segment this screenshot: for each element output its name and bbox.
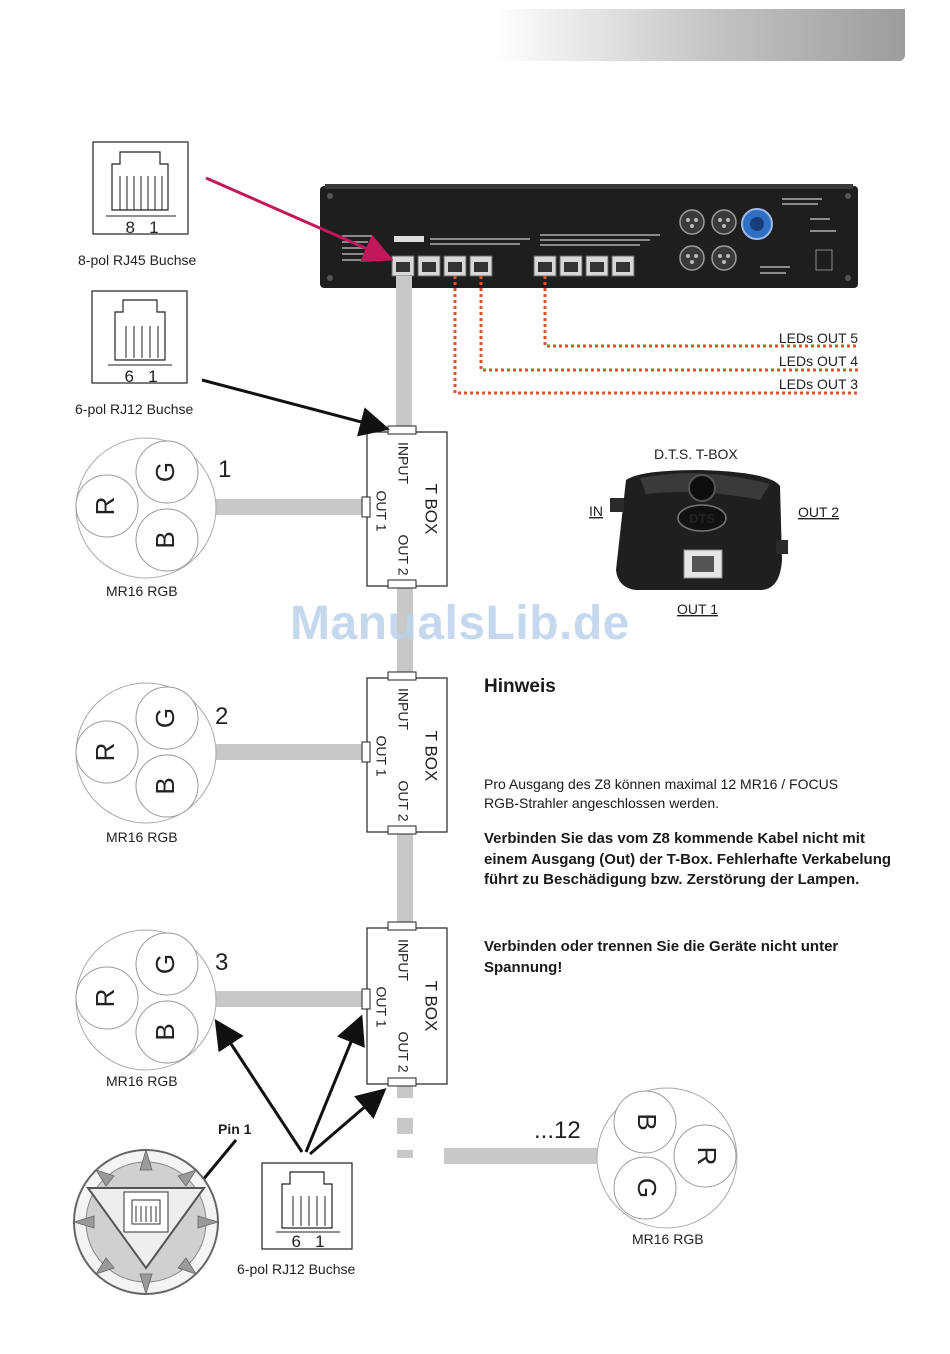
lamp-12-number: ...12: [534, 1117, 581, 1144]
dts-title: D.T.S. T-BOX: [654, 446, 738, 462]
magenta-arrow: [205, 176, 394, 263]
lamp-3-label: MR16 RGB: [106, 1073, 178, 1089]
watermark: ManualsLib.de: [290, 597, 630, 650]
lamp-2-b: B: [150, 777, 180, 794]
z8-device: [320, 184, 858, 288]
arrow-to-lamp3: [214, 1018, 304, 1153]
tbox-2-out1: OUT 1: [373, 736, 389, 777]
dts-tbox-photo: DTS OUT: [610, 470, 788, 590]
led-out4-label: LEDs OUT 4: [779, 353, 858, 369]
lamp-1-g: G: [150, 462, 180, 482]
tbox-3-title: T BOX: [422, 981, 441, 1032]
lamp-2-g: G: [150, 708, 180, 728]
dts-out2-label: OUT 2: [798, 504, 839, 520]
note-paragraph-1: Pro Ausgang des Z8 können maximal 12 MR1…: [484, 776, 839, 811]
lamp-2-number: 2: [215, 703, 228, 730]
lamp-2-label: MR16 RGB: [106, 829, 178, 845]
rj45-socket: 8 1: [92, 141, 189, 237]
arrow-to-out1: [304, 1014, 365, 1153]
note-paragraph-3: Verbinden oder trennen Sie die Geräte ni…: [484, 938, 839, 976]
tbox-1-title: T BOX: [422, 484, 441, 535]
dts-face-out: OUT: [693, 534, 714, 545]
header-bar: [495, 9, 905, 61]
lamp-1-label: MR16 RGB: [106, 583, 178, 599]
main-cable: [396, 276, 413, 1158]
lamp-1: R G B: [75, 437, 217, 579]
lamp-12-label: MR16 RGB: [632, 1231, 704, 1247]
dts-logo: DTS: [689, 511, 715, 526]
tbox-1: [361, 425, 448, 589]
lamp-back-socket: [72, 1148, 220, 1296]
lamp-3-g: G: [150, 954, 180, 974]
lamp-12-r: R: [692, 1147, 722, 1166]
led-out3-label: LEDs OUT 3: [779, 376, 858, 392]
tbox-2-out2: OUT 2: [395, 781, 411, 822]
tbox-3-out2: OUT 2: [395, 1032, 411, 1073]
dts-out1-label: OUT 1: [677, 601, 718, 617]
tbox-3: [361, 921, 448, 1087]
rj45-label: 8-pol RJ45 Buchse: [78, 252, 197, 268]
rj45-pins: 8 1: [125, 218, 158, 237]
lamp-1-b: B: [150, 531, 180, 548]
tbox-3-out1: OUT 1: [373, 987, 389, 1028]
tbox-3-input: INPUT: [395, 939, 411, 981]
tbox-1-out1: OUT 1: [373, 491, 389, 532]
tbox-2: [361, 671, 448, 835]
led-output-lines: [453, 276, 858, 395]
led-out5-label: LEDs OUT 5: [779, 330, 858, 346]
note-paragraph-2: Verbinden Sie das vom Z8 kommende Kabel …: [484, 830, 892, 888]
rj12-bottom-label: 6-pol RJ12 Buchse: [237, 1261, 356, 1277]
rj12-socket-bottom: 6 1: [261, 1162, 353, 1251]
tbox-2-input: INPUT: [395, 688, 411, 730]
note-heading: Hinweis: [484, 676, 556, 697]
lamp-12-g: G: [632, 1178, 662, 1198]
tbox-2-title: T BOX: [422, 731, 441, 782]
dts-in-label: IN: [589, 503, 603, 519]
lamp-3-b: B: [150, 1023, 180, 1040]
lamp-12-b: B: [632, 1113, 662, 1130]
lamp-3: R G B: [75, 929, 217, 1071]
rj12-label: 6-pol RJ12 Buchse: [75, 401, 194, 417]
lamp-3-number: 3: [215, 949, 228, 976]
rj12-socket: 6 1: [91, 290, 188, 386]
lamp-1-r: R: [90, 497, 120, 516]
lamp-2-r: R: [90, 743, 120, 762]
tbox-1-input: INPUT: [395, 442, 411, 484]
lamp-1-number: 1: [218, 456, 231, 483]
lamp-cables: [212, 499, 600, 1164]
lamp-3-r: R: [90, 989, 120, 1008]
rj12-bottom-pins: 6 1: [291, 1232, 324, 1251]
black-arrow-rj12: [201, 378, 390, 437]
pin1-label: Pin 1: [218, 1121, 252, 1137]
rj12-pins: 6 1: [124, 367, 157, 386]
arrow-to-out2: [309, 1088, 387, 1156]
tbox-1-out2: OUT 2: [395, 535, 411, 576]
lamp-2: R G B: [75, 682, 217, 824]
lamp-12: B R G: [596, 1087, 738, 1229]
